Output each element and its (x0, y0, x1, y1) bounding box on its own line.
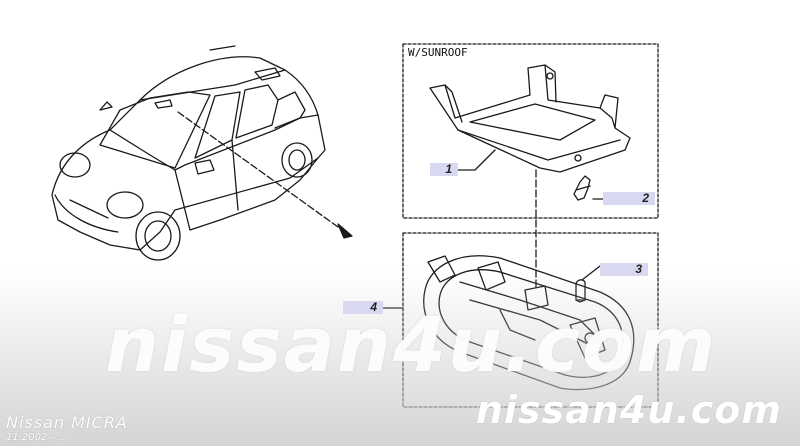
callout-1[interactable]: 1 (430, 163, 458, 176)
callout-2[interactable]: 2 (603, 192, 655, 205)
callout-4[interactable]: 4 (343, 301, 383, 314)
bracket-part-1 (429, 64, 631, 173)
location-leader (177, 111, 346, 233)
car-illustration (51, 45, 326, 261)
sunroof-variant-frame (402, 43, 659, 219)
model-name: Nissan MICRA (6, 413, 128, 432)
model-date-range: 11.2002 – ... (6, 432, 69, 443)
assembly-frame (402, 232, 659, 408)
callout-3[interactable]: 3 (600, 263, 648, 276)
screw-part-2 (573, 175, 591, 201)
variant-label: W/SUNROOF (408, 46, 468, 59)
